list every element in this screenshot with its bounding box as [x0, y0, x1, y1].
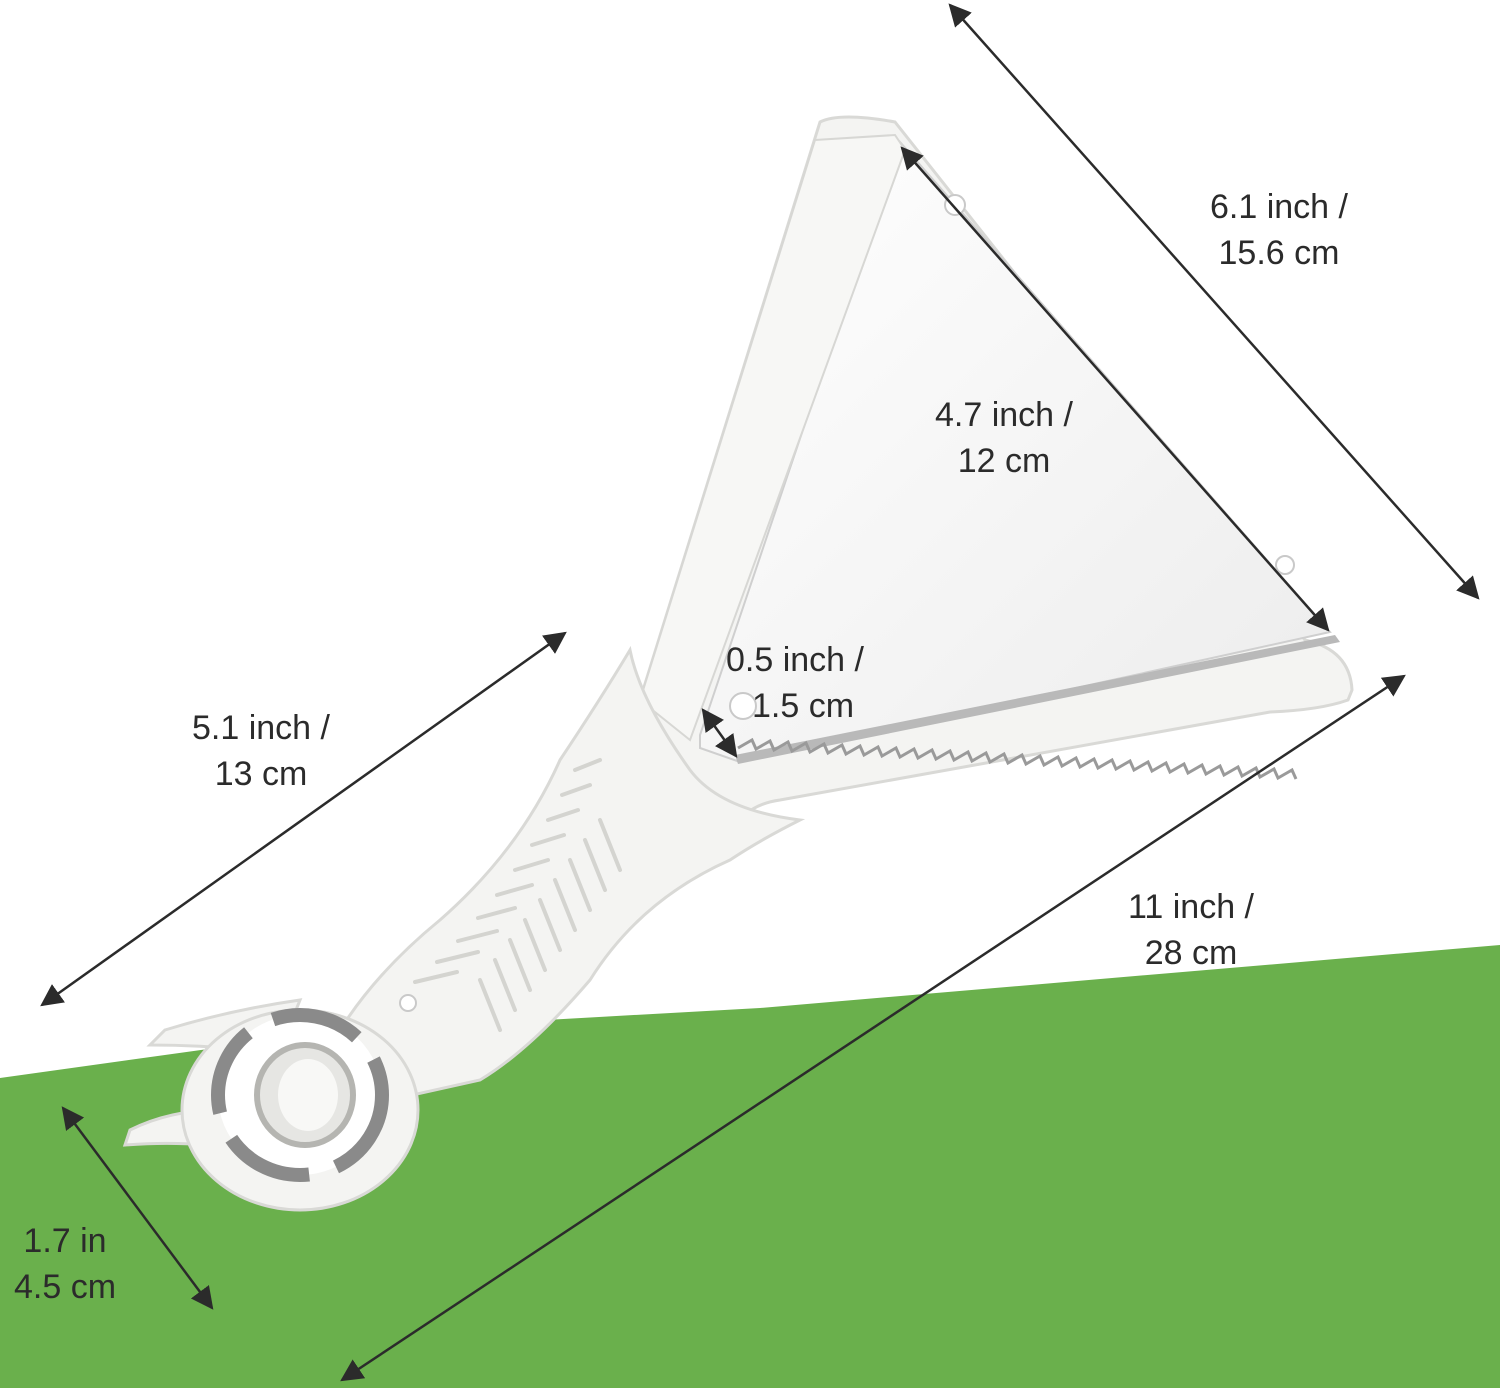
opener-width-label: 1.7 in 4.5 cm: [14, 1222, 117, 1306]
left-rail: [638, 133, 907, 742]
blade-height-label: 4.7 inch / 12 cm: [935, 396, 1073, 480]
handle-hole: [399, 994, 417, 1012]
total-length-label: 11 inch / 28 cm: [1128, 888, 1255, 972]
hole-top: [944, 194, 966, 216]
handle-length-label: 5.1 inch / 13 cm: [192, 709, 330, 793]
arrow-blade-height: [900, 146, 1330, 632]
arrow-total-length: [340, 674, 1406, 1382]
arrow-opener-width: [61, 1106, 214, 1310]
jar-opener-ring-icon: [211, 1008, 389, 1182]
width-arc-label: 6.1 inch / 15.6 cm: [1210, 188, 1348, 272]
hole-right: [1275, 555, 1295, 575]
dimension-arrows: [40, 3, 1480, 1382]
blade-gap-label: 0.5 inch / 1.5 cm: [726, 641, 864, 725]
